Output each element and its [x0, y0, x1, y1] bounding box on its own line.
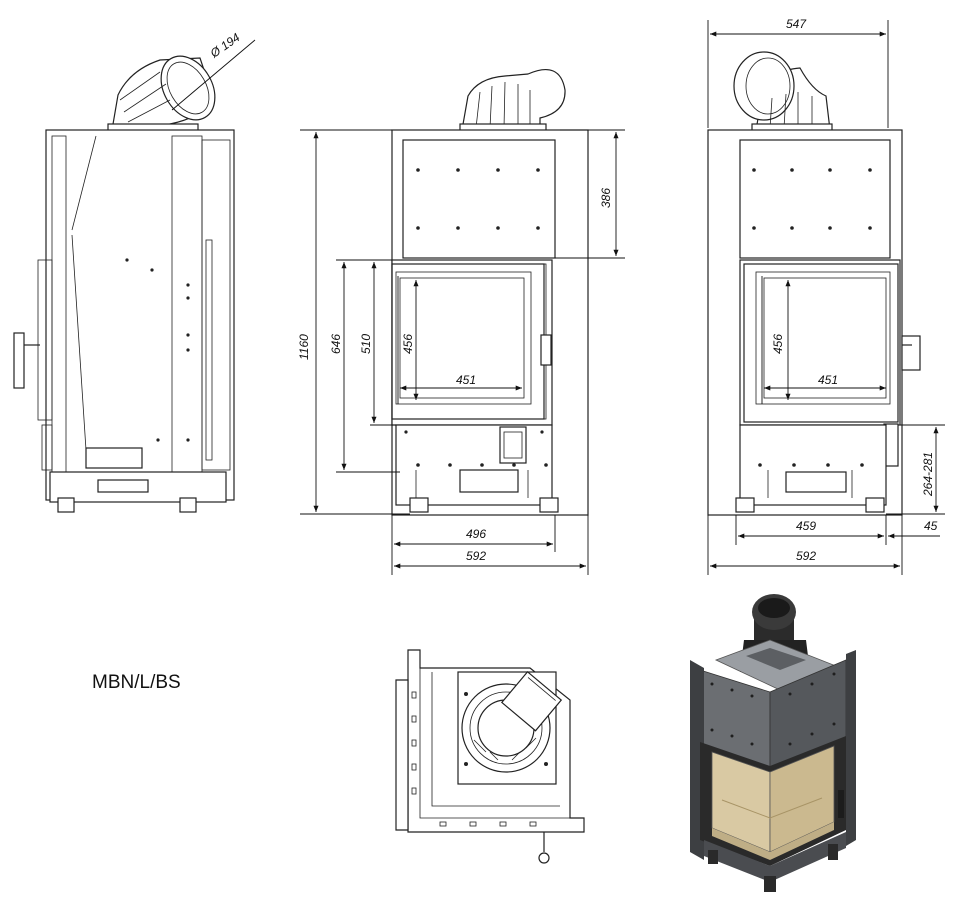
model-label: MBN/L/BS: [92, 672, 181, 693]
dim-width-592-front: 592: [466, 549, 486, 563]
side-view: Ø 194: [13, 30, 256, 513]
dim-flue-diameter: Ø 194: [207, 30, 243, 61]
dim-door-height-mid: 510: [359, 334, 373, 354]
dim-total-height: 1160: [297, 334, 311, 360]
dim-top-section-height: 386: [599, 188, 613, 208]
dim-glass-height-side: 456: [771, 334, 785, 354]
dim-glass-width-front: 451: [456, 373, 476, 387]
dim-offset-45: 45: [924, 519, 938, 533]
dim-leg-range: 264-281: [921, 452, 935, 497]
dim-width-496: 496: [466, 527, 486, 541]
dim-top-width: 547: [786, 17, 807, 31]
dim-door-height-outer: 646: [329, 334, 343, 354]
front-view: 1160 646 510 456 451 386 496 592: [297, 69, 625, 575]
flue-cap-right: [733, 51, 833, 133]
dim-width-592-side: 592: [796, 549, 816, 563]
product-render: [690, 594, 856, 892]
dim-width-459: 459: [796, 519, 816, 533]
right-view: 547 456 451 264-281 459 45 592: [707, 17, 945, 575]
dim-glass-width-side: 451: [818, 373, 838, 387]
flue-elbow-side: [107, 55, 216, 133]
top-view: [395, 649, 585, 864]
dim-glass-height-front: 456: [401, 334, 415, 354]
flue-cap-front: [459, 69, 566, 133]
